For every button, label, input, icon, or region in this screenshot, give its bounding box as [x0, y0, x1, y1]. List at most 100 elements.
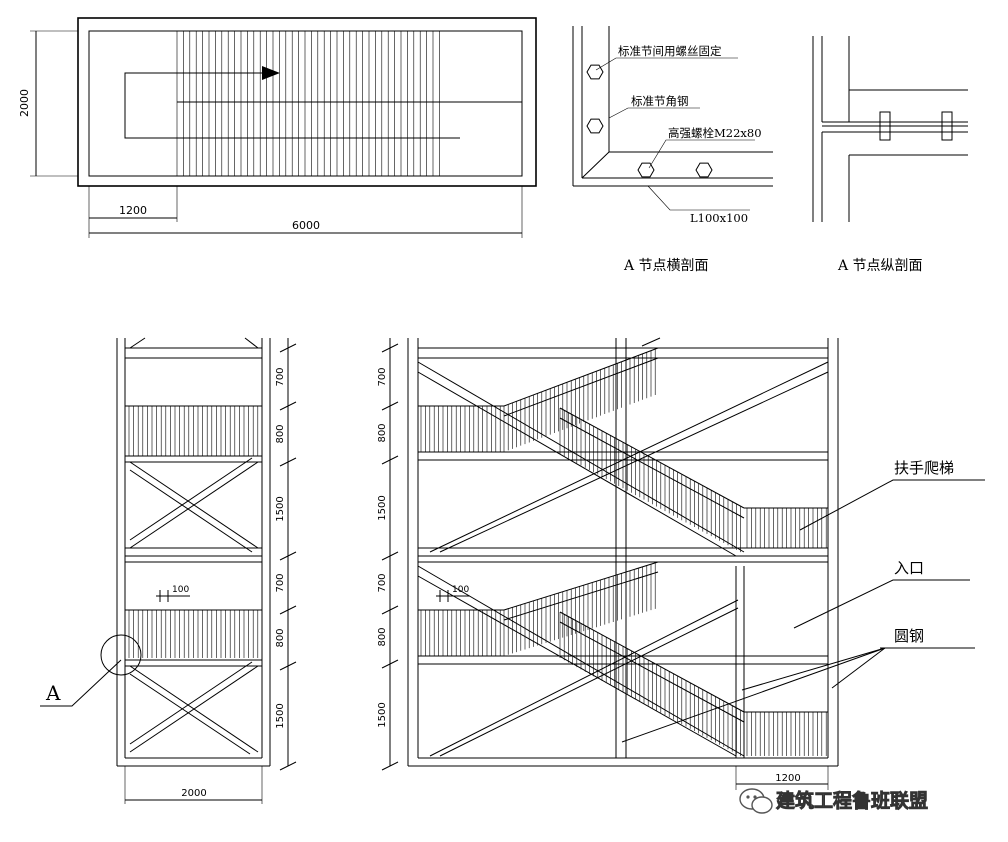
front-brace-3: [429, 361, 829, 553]
plan-outer-frame: [77, 17, 537, 187]
plan-walk-line: [124, 72, 460, 139]
flight-stringer: [503, 357, 659, 417]
node-a-circle: [100, 634, 142, 676]
side-brace-1d: [129, 457, 253, 541]
side-dim-ticks: [279, 343, 297, 771]
label-handrail-ladder: 扶手爬梯: [894, 459, 954, 477]
label-entrance: 入口: [894, 559, 924, 577]
side-brace-2b: [129, 673, 251, 755]
front-dim-tick: [381, 343, 399, 353]
leader-handrail-ladder: [799, 479, 985, 531]
side-dim-tick: [279, 457, 297, 467]
front-brace-8: [439, 607, 739, 757]
leader-angle-steel: [608, 107, 700, 119]
bolt-upper: [586, 64, 604, 80]
flight-stringer: [559, 621, 745, 723]
front-dim-6: 1500: [377, 702, 388, 727]
front-brace-top: [641, 337, 661, 347]
side-dim-tick: [279, 661, 297, 671]
callout-bolt-sections: 标准节间用螺丝固定: [618, 44, 722, 58]
front-dim-1: 700: [377, 367, 388, 386]
side-brace-2d: [129, 661, 253, 745]
front-dim-2: 800: [377, 423, 388, 442]
front-brace-2: [417, 371, 737, 557]
front-bracing: [417, 337, 829, 757]
detail-t-bolts: [586, 64, 713, 178]
front-dim-tick: [381, 605, 399, 615]
bolt-middle: [586, 118, 604, 134]
callout-high-strength-bolt: 高强螺栓M22x80: [668, 126, 762, 140]
side-dim-tick: [279, 343, 297, 353]
side-brace-2c: [129, 665, 259, 753]
side-brace-1b: [129, 469, 253, 553]
wechat-icon: [739, 788, 773, 814]
watermark-text: 建筑工程鲁班联盟: [776, 789, 928, 812]
side-rail-gap: 100: [172, 585, 189, 595]
callout-angle-steel: 标准节角钢: [631, 94, 689, 108]
side-dim-tick: [279, 551, 297, 561]
side-elevation: 100 A 700 800 1500 700 800 1500 2000: [40, 337, 297, 804]
front-brace-4: [439, 371, 829, 553]
flight-stringer: [559, 407, 745, 509]
node-a-label: A: [45, 681, 61, 705]
flight-stringer: [559, 417, 745, 519]
front-stair-treads: [420, 406, 827, 756]
plan-direction-arrow-icon: [262, 66, 280, 80]
side-brace-1c: [129, 461, 259, 549]
plan-inner-frame: [88, 30, 523, 177]
plan-view: 2000 1200 6000: [18, 17, 537, 238]
side-dim-2: 800: [275, 424, 286, 443]
front-elevation: 100 700 800 1500 700 800 1500 1200 扶手爬梯 …: [377, 337, 985, 790]
side-dim-tick: [279, 761, 297, 771]
flight-stringer: [503, 571, 659, 621]
side-dim-5: 800: [275, 628, 286, 647]
front-stair-flights: [503, 347, 745, 757]
detail-l-bolt-2: [941, 111, 953, 141]
detail-a-longitudinal: A 节点纵剖面: [812, 36, 968, 274]
side-brace-top-a: [129, 337, 146, 349]
front-dim-4: 700: [377, 573, 388, 592]
bolt-bottom-left: [637, 162, 655, 178]
plan-dim-length: 6000: [292, 219, 320, 232]
detail-l-bolts: [879, 111, 953, 141]
front-dim-3: 1500: [377, 495, 388, 520]
label-round-steel: 圆钢: [894, 627, 924, 645]
front-dim-5: 800: [377, 627, 388, 646]
side-dim-tick: [279, 401, 297, 411]
side-brace-top-b: [244, 337, 259, 349]
side-dim-3: 1500: [275, 496, 286, 521]
node-a-leader: [40, 659, 122, 707]
front-dim-tick: [381, 401, 399, 411]
leader-round-steel-2: [741, 647, 886, 691]
front-dim-tick: [381, 455, 399, 465]
front-dim-tick: [381, 761, 399, 771]
plan-stair-treads: [176, 31, 440, 176]
side-dim-1: 700: [275, 367, 286, 386]
flight-stringer: [559, 611, 745, 713]
side-dim-width: 2000: [181, 788, 206, 799]
side-dim-tick: [279, 605, 297, 615]
detail-a-transverse: 标准节间用螺丝固定 标准节角钢 高强螺栓M22x80 L100x100 A 节点…: [572, 26, 773, 274]
side-dim-4: 700: [275, 573, 286, 592]
flight-stringer: [503, 347, 659, 407]
plan-dim-height: 2000: [18, 89, 31, 117]
leader-bolt-sections: [595, 57, 738, 71]
flight-stringer: [503, 561, 659, 611]
side-x-bracing: [129, 337, 259, 755]
detail-l-bolt-1: [879, 111, 891, 141]
leader-angle-size: [647, 185, 750, 211]
side-dim-6: 1500: [275, 703, 286, 728]
front-dim-bottom: 1200: [775, 773, 800, 784]
front-brace-7: [429, 599, 739, 757]
side-stair-treads: [128, 406, 259, 658]
front-rail-gap: 100: [452, 585, 469, 595]
caption-transverse: A 节点横剖面: [623, 258, 709, 274]
front-dim-tick: [381, 551, 399, 561]
plan-dim-landing: 1200: [119, 204, 147, 217]
leader-high-strength-bolt: [648, 139, 755, 169]
front-dim-ticks: [381, 343, 399, 771]
leader-entrance: [793, 579, 970, 629]
caption-longitudinal: A 节点纵剖面: [837, 258, 923, 274]
callout-angle-size: L100x100: [690, 211, 748, 225]
